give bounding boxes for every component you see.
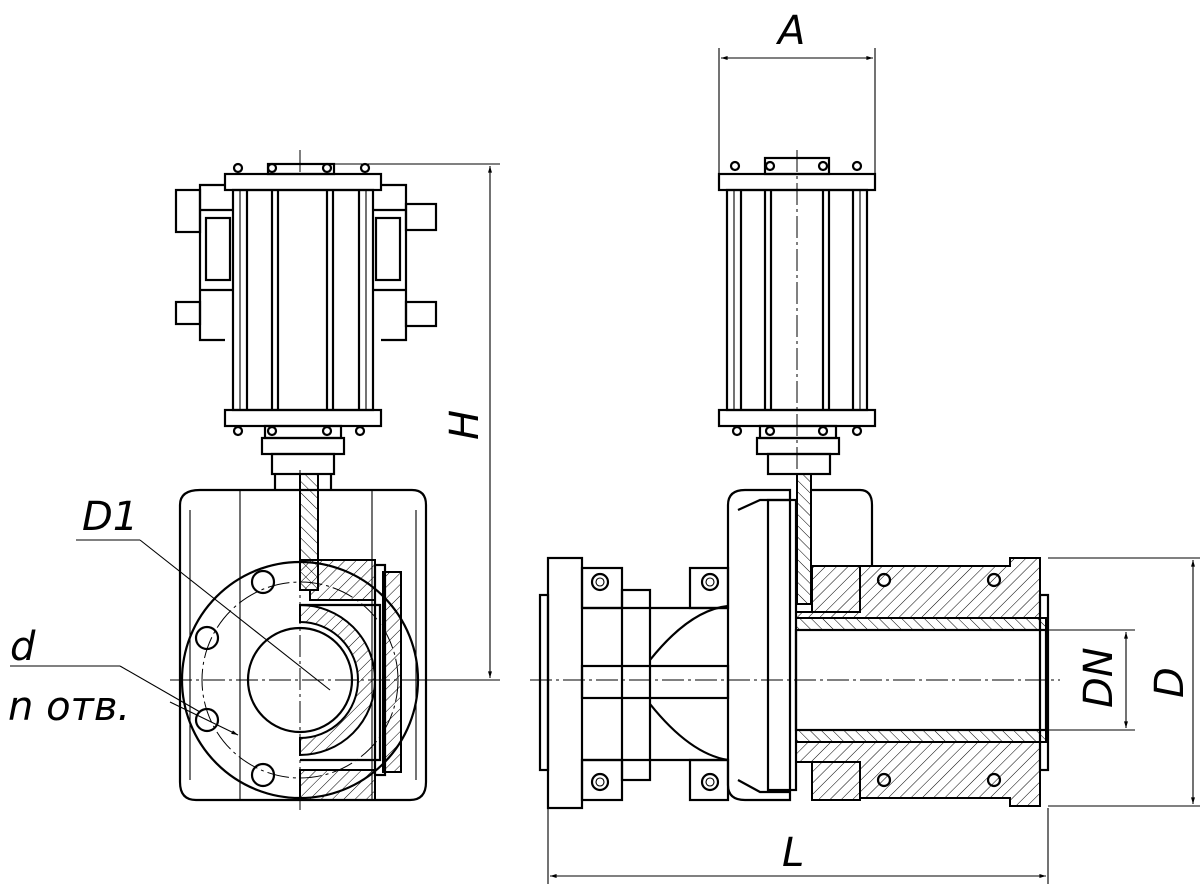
label-L: L — [782, 830, 804, 876]
dim-H — [330, 163, 500, 681]
left-valve-body — [170, 150, 500, 810]
label-DN: DN — [1076, 647, 1122, 708]
right-actuator — [717, 150, 877, 490]
label-D1: D1 — [82, 494, 138, 540]
dim-D — [1048, 557, 1200, 807]
leader-D1 — [76, 539, 331, 691]
label-D: D — [1147, 667, 1193, 698]
right-valve-left-flange — [538, 556, 730, 810]
dim-A — [718, 48, 876, 174]
right-valve-outlet — [530, 557, 1060, 807]
label-H: H — [442, 410, 488, 440]
dim-DN — [1046, 629, 1135, 731]
dim-L — [547, 808, 1049, 884]
label-n-holes: n отв. — [8, 684, 130, 730]
right-view — [530, 48, 1200, 884]
label-d: d — [10, 624, 36, 670]
left-actuator — [174, 162, 438, 490]
left-view — [10, 150, 500, 810]
leader-d — [10, 665, 239, 736]
label-A: A — [775, 8, 805, 54]
